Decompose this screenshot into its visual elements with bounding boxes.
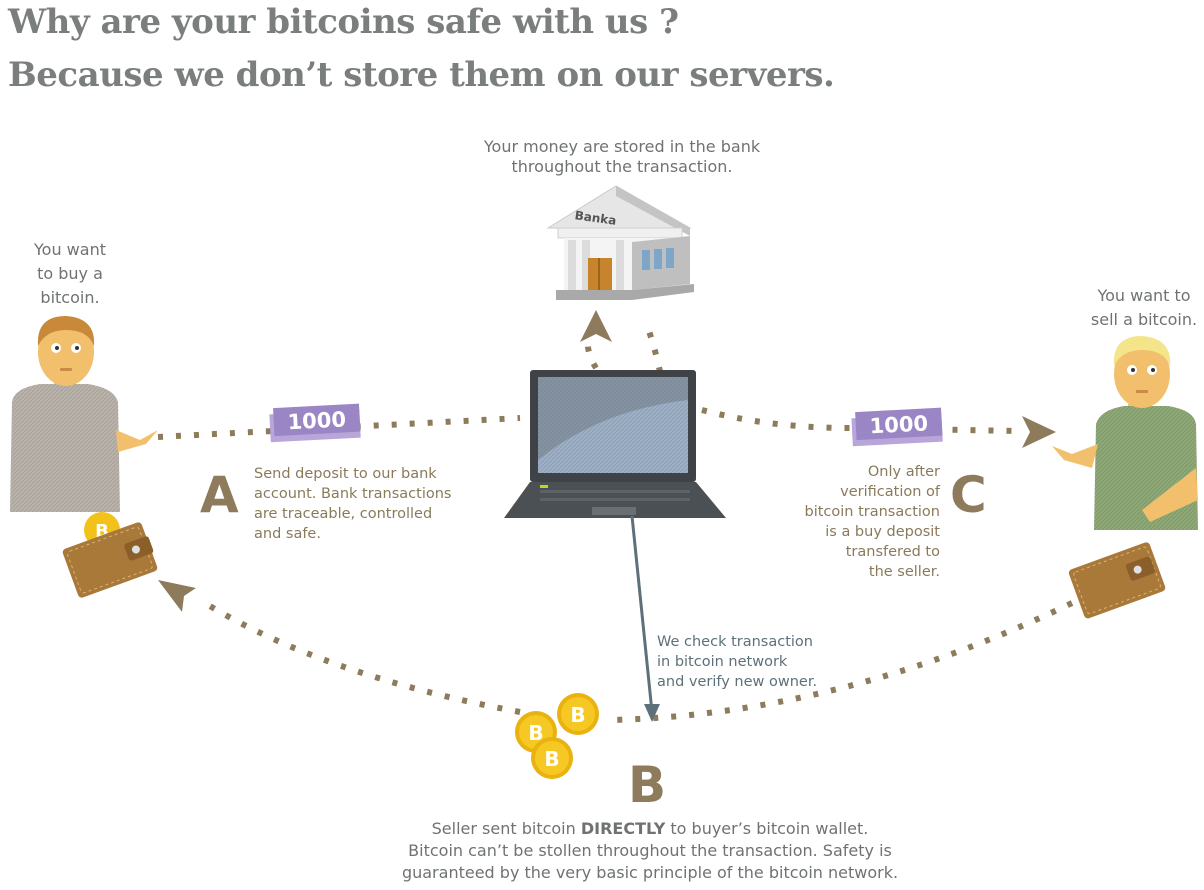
- step-a-letter: A: [200, 466, 239, 524]
- svg-text:B: B: [528, 721, 543, 745]
- bill-right-icon: 1000: [851, 407, 943, 447]
- arrow-down-left-icon: [158, 580, 196, 612]
- bank-sign: Banka: [574, 208, 617, 228]
- step-c-letter: C: [950, 466, 987, 524]
- laptop-icon: [504, 370, 726, 518]
- seller-caption: You want to sell a bitcoin.: [1090, 286, 1198, 329]
- bank-icon: Banka: [546, 185, 694, 300]
- seller-wallet-icon: [1068, 542, 1166, 619]
- bill-left-amount: 1000: [287, 407, 347, 434]
- bitcoin-coins-icon: B B B: [515, 693, 599, 779]
- bill-left-icon: 1000: [269, 403, 361, 443]
- network-check-text: We check transaction in bitcoin network …: [657, 634, 818, 690]
- bill-right-amount: 1000: [869, 411, 929, 438]
- seller-figure: [1052, 336, 1198, 530]
- verify-line: [630, 515, 654, 713]
- heading-line-2: Because we don’t store them on our serve…: [8, 55, 835, 95]
- step-b-text: Seller sent bitcoin DIRECTLY to buyer’s …: [401, 819, 899, 882]
- path-seller-to-coins: [609, 600, 1074, 723]
- svg-text:B: B: [570, 703, 585, 727]
- bank-caption: Your money are stored in the bank throug…: [483, 137, 761, 176]
- buyer-figure: [10, 316, 158, 512]
- arrow-up-icon: [580, 310, 612, 342]
- buyer-caption: You want to buy a bitcoin.: [34, 240, 106, 307]
- arrow-right-icon: [1022, 416, 1056, 448]
- path-laptop-to-seller: [701, 407, 1021, 434]
- path-laptop-to-bank-2: [645, 327, 663, 373]
- buyer-wallet-icon: B: [62, 512, 158, 598]
- heading-line-1: Why are your bitcoins safe with us ?: [8, 2, 679, 42]
- step-a-text: Send deposit to our bank account. Bank t…: [254, 466, 452, 542]
- arrow-down-icon: [644, 704, 660, 722]
- step-b-letter: B: [628, 756, 667, 814]
- path-coins-to-buyer: [198, 597, 521, 715]
- step-c-text: Only after verification of bitcoin trans…: [804, 464, 941, 580]
- svg-text:B: B: [544, 747, 559, 771]
